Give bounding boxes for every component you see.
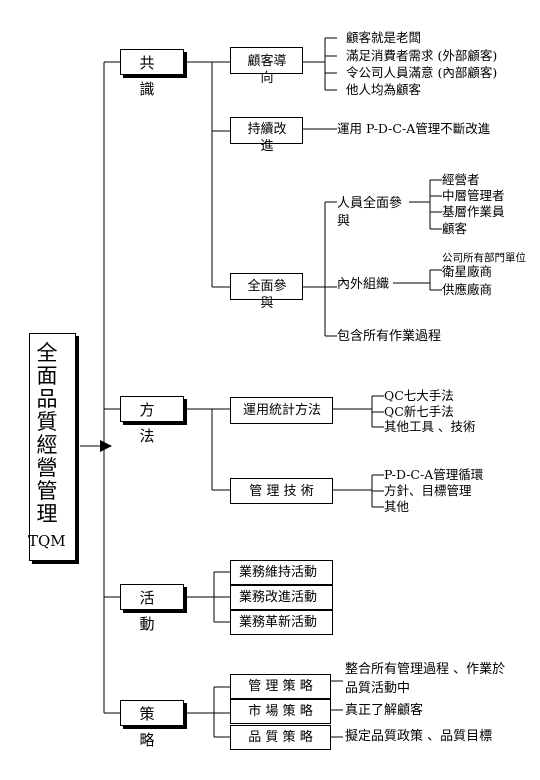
management-techniques-box (230, 478, 333, 504)
org-item-1: 衛星廠商 (442, 264, 493, 279)
customer-item-1: 顧客就是老闆 (346, 30, 422, 45)
staff-item-2: 中層管理者 (442, 188, 505, 203)
all-staff-label: 人員全面參與 (337, 196, 403, 229)
internal-external-note: 公司所有部門單位 (442, 252, 526, 264)
customer-orientation-label: 顧客導向 (247, 54, 287, 86)
staff-item-3: 基層作業員 (442, 204, 505, 219)
mgmt-item-1: P-D-C-A管理循環 (384, 467, 484, 482)
org-item-2: 供應廠商 (442, 282, 493, 297)
staff-item-4: 顧客 (442, 221, 468, 236)
root-abbr: TQM (28, 532, 66, 550)
strategy-desc-1b: 品質活動中 (345, 681, 411, 696)
category-methods: 方 法 (120, 396, 184, 445)
continuous-improvement-box (230, 117, 303, 144)
root-box: 全面品質經營管理 TQM (28, 333, 76, 561)
continuous-improvement-label: 持續改進 (247, 122, 287, 154)
continuous-improvement-item: 運用 P-D-C-A管理不斷改進 (337, 121, 491, 136)
all-processes-label: 包含所有作業過程 (337, 329, 442, 344)
strategy-box-1 (230, 674, 331, 699)
root-title: 全面品質經營管理 (36, 341, 58, 526)
arrow-head-icon (100, 440, 112, 452)
statistical-methods-label: 運用統計方法 (242, 403, 321, 418)
activity-label-2: 業務改進活動 (238, 590, 317, 605)
strategy-box-3 (230, 725, 331, 750)
staff-item-1: 經營者 (442, 172, 480, 187)
internal-external-label: 內外組織 (337, 277, 390, 292)
strategy-desc-1a: 整合所有管理過程 、作業於 (345, 662, 506, 677)
strategy-label-2: 市 場 策 略 (248, 704, 313, 719)
activity-box-2 (230, 585, 333, 610)
stat-item-1: QC七大手法 (384, 388, 454, 403)
full-participation-box (230, 273, 303, 300)
customer-orientation-box (230, 47, 303, 74)
category-activities: 活 動 (120, 584, 184, 633)
customer-item-3: 令公司人員滿意 (內部顧客) (346, 65, 498, 80)
activity-box-3 (230, 610, 333, 635)
customer-item-2: 滿足消費者需求 (外部顧客) (346, 48, 498, 63)
category-consensus: 共 識 (120, 49, 184, 98)
stat-item-2: QC新七手法 (384, 404, 454, 419)
full-participation-label: 全面參與 (247, 279, 287, 311)
mgmt-item-3: 其他 (384, 499, 410, 514)
strategy-desc-3: 擬定品質政策 、品質目標 (345, 729, 493, 744)
management-techniques-label: 管 理 技 術 (249, 484, 314, 499)
strategy-box-2 (230, 699, 331, 724)
strategy-label-1: 管 理 策 略 (248, 679, 313, 694)
customer-item-4: 他人均為顧客 (346, 82, 422, 97)
stat-item-3: 其他工具 、技術 (384, 419, 476, 434)
category-strategy: 策 略 (120, 700, 184, 749)
strategy-label-3: 品 質 策 略 (248, 730, 313, 745)
activity-label-1: 業務維持活動 (238, 565, 317, 580)
statistical-methods-box (230, 397, 333, 424)
activity-box-1 (230, 560, 333, 585)
activity-label-3: 業務革新活動 (238, 615, 317, 630)
mgmt-item-2: 方針、目標管理 (384, 483, 472, 498)
strategy-desc-2: 真正了解顧客 (345, 703, 424, 718)
